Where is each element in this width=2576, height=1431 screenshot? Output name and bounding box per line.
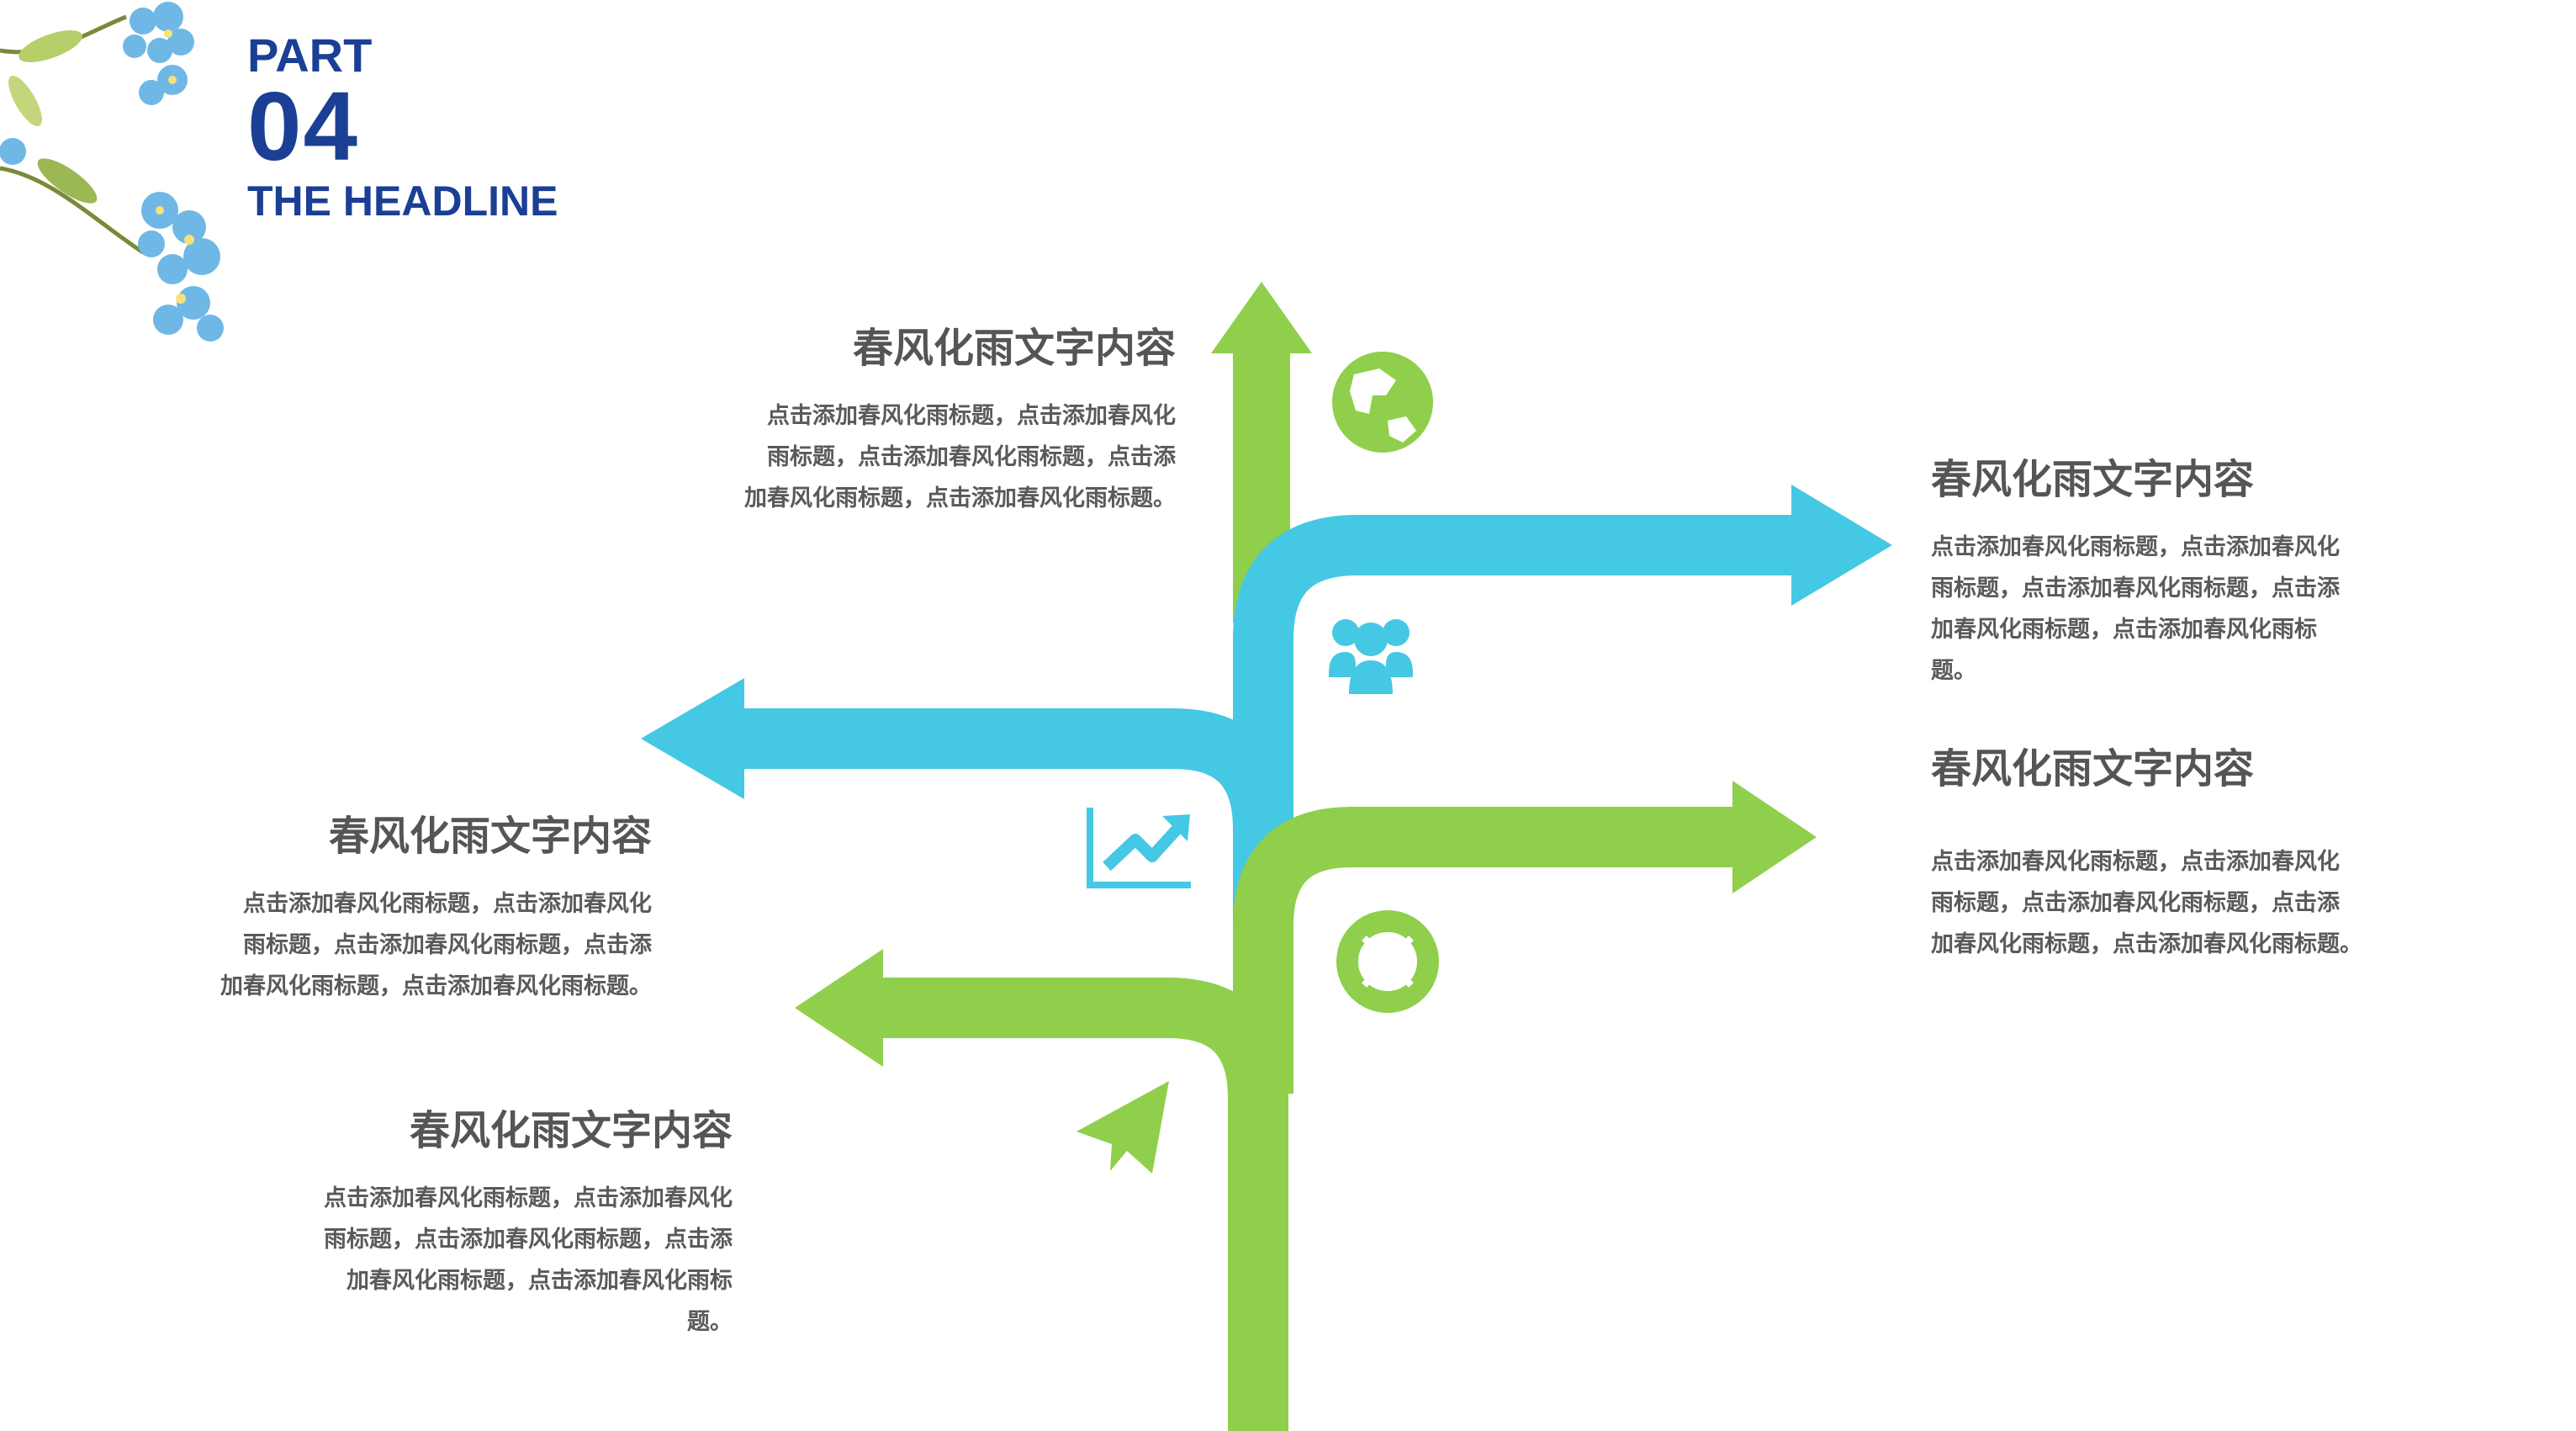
block-title: 春风化雨文字内容: [1931, 456, 2255, 503]
block-title: 春风化雨文字内容: [409, 1107, 733, 1154]
green-arrow-left: [875, 978, 1288, 1431]
block-title: 春风化雨文字内容: [1931, 745, 2255, 792]
part-label: PART: [247, 29, 373, 82]
blue-arrow-right: [1233, 515, 1800, 925]
globe-icon: [1332, 352, 1433, 453]
block-title: 春风化雨文字内容: [328, 813, 652, 860]
part-number: 04: [247, 72, 360, 181]
users-icon: [1329, 619, 1413, 694]
blue-arrow-left: [732, 708, 1293, 925]
paper-plane-icon: [1076, 1081, 1169, 1174]
lifebuoy-icon: [1336, 910, 1439, 1013]
block-title: 春风化雨文字内容: [852, 325, 1176, 372]
text-block-5: 春风化雨文字内容 点击添加春风化雨标题，点击添加春风化 雨标题，点击添加春风化雨…: [262, 1105, 733, 1343]
text-block-3: 春风化雨文字内容 点击添加春风化雨标题，点击添加春风化 雨标题，点击添加春风化雨…: [181, 811, 652, 1007]
block-body: 点击添加春风化雨标题，点击添加春风化 雨标题，点击添加春风化雨标题，点击添 加春…: [1931, 849, 2362, 957]
block-body: 点击添加春风化雨标题，点击添加春风化 雨标题，点击添加春风化雨标题，点击添 加春…: [744, 403, 1176, 511]
text-block-4: 春风化雨文字内容 点击添加春风化雨标题，点击添加春风化 雨标题，点击添加春风化雨…: [1931, 744, 2419, 965]
block-body: 点击添加春风化雨标题，点击添加春风化 雨标题，点击添加春风化雨标题，点击添 加春…: [324, 1185, 733, 1335]
text-block-1: 春风化雨文字内容 点击添加春风化雨标题，点击添加春风化 雨标题，点击添加春风化雨…: [705, 323, 1176, 519]
block-body: 点击添加春风化雨标题，点击添加春风化 雨标题，点击添加春风化雨标题，点击添 加春…: [220, 891, 652, 999]
section-header: PART 04 THE HEADLINE: [247, 30, 558, 225]
block-body: 点击添加春风化雨标题，点击添加春风化 雨标题，点击添加春风化雨标题，点击添 加春…: [1931, 534, 2340, 684]
green-arrow-right: [1233, 807, 1741, 1094]
flower-decoration: [0, 2, 224, 342]
headline: THE HEADLINE: [247, 178, 558, 225]
trend-chart-icon: [1087, 808, 1191, 888]
text-block-2: 春风化雨文字内容 点击添加春风化雨标题，点击添加春风化 雨标题，点击添加春风化雨…: [1931, 454, 2402, 692]
